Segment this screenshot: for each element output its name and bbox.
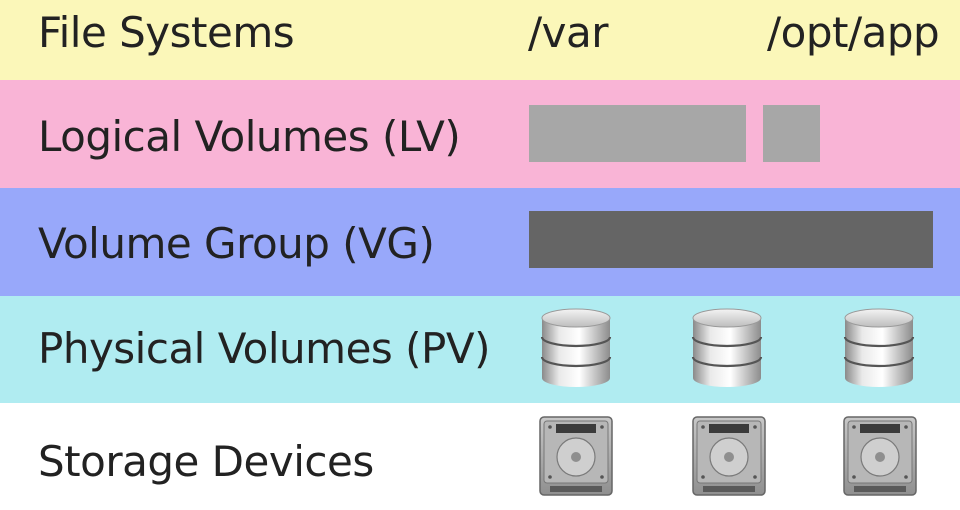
volume-group-block xyxy=(529,211,933,268)
storage-devices-label: Storage Devices xyxy=(38,437,374,486)
logical-volumes-layer: Logical Volumes (LV) xyxy=(0,80,960,188)
fs-path-var: /var xyxy=(528,8,609,57)
logical-volume-opt-app xyxy=(763,105,820,162)
logical-volumes-label: Logical Volumes (LV) xyxy=(38,112,461,161)
physical-volumes-layer: Physical Volumes (PV) xyxy=(0,296,960,403)
hard-drive-icon xyxy=(692,416,766,496)
file-systems-label: File Systems xyxy=(38,8,295,57)
volume-group-label: Volume Group (VG) xyxy=(38,219,435,268)
database-icon xyxy=(540,308,612,387)
database-icon xyxy=(691,308,763,387)
hard-drive-icon xyxy=(843,416,917,496)
fs-path-opt-app: /opt/app xyxy=(767,8,940,57)
file-systems-layer: File Systems /var /opt/app xyxy=(0,0,960,80)
storage-devices-layer: Storage Devices xyxy=(0,403,960,510)
physical-volumes-label: Physical Volumes (PV) xyxy=(38,324,490,373)
logical-volume-var xyxy=(529,105,746,162)
volume-group-layer: Volume Group (VG) xyxy=(0,188,960,296)
database-icon xyxy=(843,308,915,387)
hard-drive-icon xyxy=(539,416,613,496)
